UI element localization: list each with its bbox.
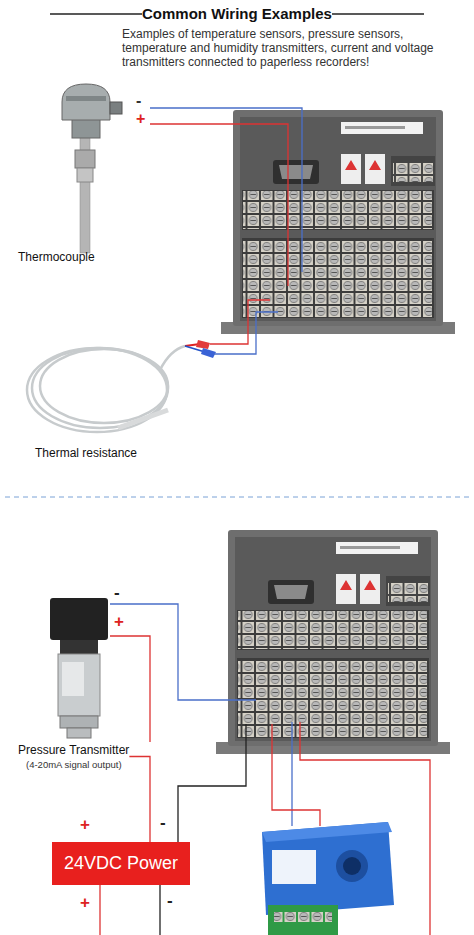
power-supply-box: 24VDC Power bbox=[52, 842, 190, 885]
pressure-transmitter-figure bbox=[50, 598, 108, 738]
node-heading: 24VDC Power bbox=[64, 853, 178, 874]
current-transducer-figure bbox=[262, 822, 394, 935]
node-heading: Thermocouple bbox=[18, 250, 95, 264]
wires-bottom bbox=[100, 604, 430, 935]
polarity-sign: + bbox=[136, 110, 145, 128]
subtitle: Examples of temperature sensors, pressur… bbox=[122, 27, 462, 69]
section-divider bbox=[5, 497, 470, 498]
recorder bbox=[216, 530, 450, 754]
power-wire bbox=[129, 757, 150, 843]
polarity-sign: + bbox=[114, 612, 124, 632]
polarity-sign: - bbox=[136, 92, 141, 110]
node-heading: Thermal resistance bbox=[35, 446, 137, 460]
sensor-leads bbox=[185, 340, 216, 358]
sensor-label: Thermal resistance bbox=[35, 446, 137, 460]
polarity-sign: - bbox=[114, 583, 120, 603]
sensor-label: Pressure Transmitter (4-20mA signal outpu… bbox=[18, 743, 129, 770]
node-heading: Pressure Transmitter bbox=[18, 743, 129, 757]
thermocouple-figure bbox=[62, 84, 122, 253]
polarity-sign: - bbox=[160, 813, 166, 833]
sensor-label: Thermocouple bbox=[18, 250, 95, 264]
polarity-sign: - bbox=[167, 891, 173, 911]
title: Common Wiring Examples bbox=[142, 5, 332, 22]
title-rule bbox=[50, 13, 142, 15]
title-rule bbox=[332, 13, 424, 15]
thermal-resistance-figure bbox=[27, 346, 185, 432]
polarity-sign: + bbox=[80, 893, 90, 913]
wires-top bbox=[150, 108, 302, 354]
node-subtext: (4-20mA signal output) bbox=[26, 759, 129, 770]
polarity-sign: + bbox=[80, 815, 90, 835]
